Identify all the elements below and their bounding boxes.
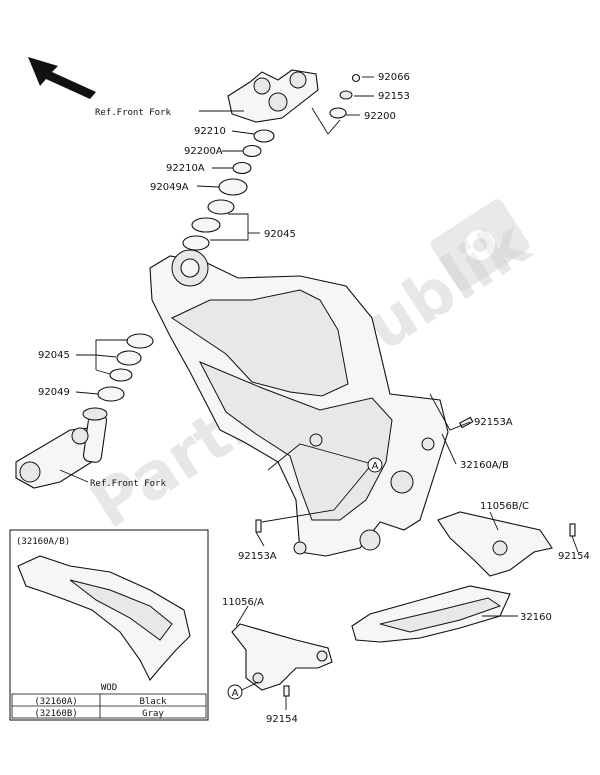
upper-triple-clamp [227, 69, 319, 123]
label-11056bc: 11056B/C [480, 501, 529, 512]
inset-row-1-part: (32160A) [34, 697, 77, 707]
steering-stem-parts [97, 73, 361, 402]
label-92049a: 92049A [150, 182, 189, 193]
inset-row-2-color: Gray [142, 709, 164, 719]
front-direction-arrow [28, 57, 96, 99]
label-92154-bottom: 92154 [266, 714, 298, 725]
leader-lines [59, 76, 579, 710]
label-92200: 92200 [364, 111, 396, 122]
label-92153a-left: 92153A [238, 551, 277, 562]
cover-32160 [351, 585, 511, 643]
label-92049: 92049 [38, 387, 70, 398]
label-11056a: 11056/A [222, 597, 264, 608]
label-32160ab: 32160A/B [460, 460, 509, 471]
label-92066: 92066 [378, 72, 410, 83]
inset-title: (32160A/B) [16, 537, 70, 547]
label-92045-lower: 92045 [38, 350, 70, 361]
label-92210a: 92210A [166, 163, 205, 174]
label-92154-right: 92154 [558, 551, 590, 562]
label-ref-front-fork-bottom: Ref.Front Fork [90, 479, 166, 489]
label-ref-front-fork-top: Ref.Front Fork [95, 108, 171, 118]
gear-icon [430, 199, 530, 291]
callout-labels: 92066 92153 92200 Ref.Front Fork 92210 9… [38, 72, 590, 725]
reference-circle-a-lower: A [227, 684, 243, 700]
inset-row-1-color: Black [139, 697, 167, 707]
label-92153a-right: 92153A [474, 417, 513, 428]
circle-a-label: A [372, 461, 379, 472]
main-frame [149, 249, 449, 557]
label-92153: 92153 [378, 91, 410, 102]
lower-triple-clamp [15, 407, 108, 489]
inset-32160ab: (32160A/B) WOD (32160A) Black (32160B) G… [9, 529, 209, 721]
bracket-11056a [231, 623, 333, 691]
label-92210: 92210 [194, 126, 226, 137]
reference-circle-a: A [367, 457, 383, 473]
inset-table-header: WOD [101, 683, 117, 693]
label-32160: 32160 [520, 612, 552, 623]
inset-frame-drawing [17, 555, 191, 681]
label-92200a: 92200A [184, 146, 223, 157]
inset-row-2-part: (32160B) [34, 709, 77, 719]
circle-a-lower-label: A [232, 688, 239, 699]
label-92045-upper: 92045 [264, 229, 296, 240]
bracket-11056bc [437, 511, 553, 577]
